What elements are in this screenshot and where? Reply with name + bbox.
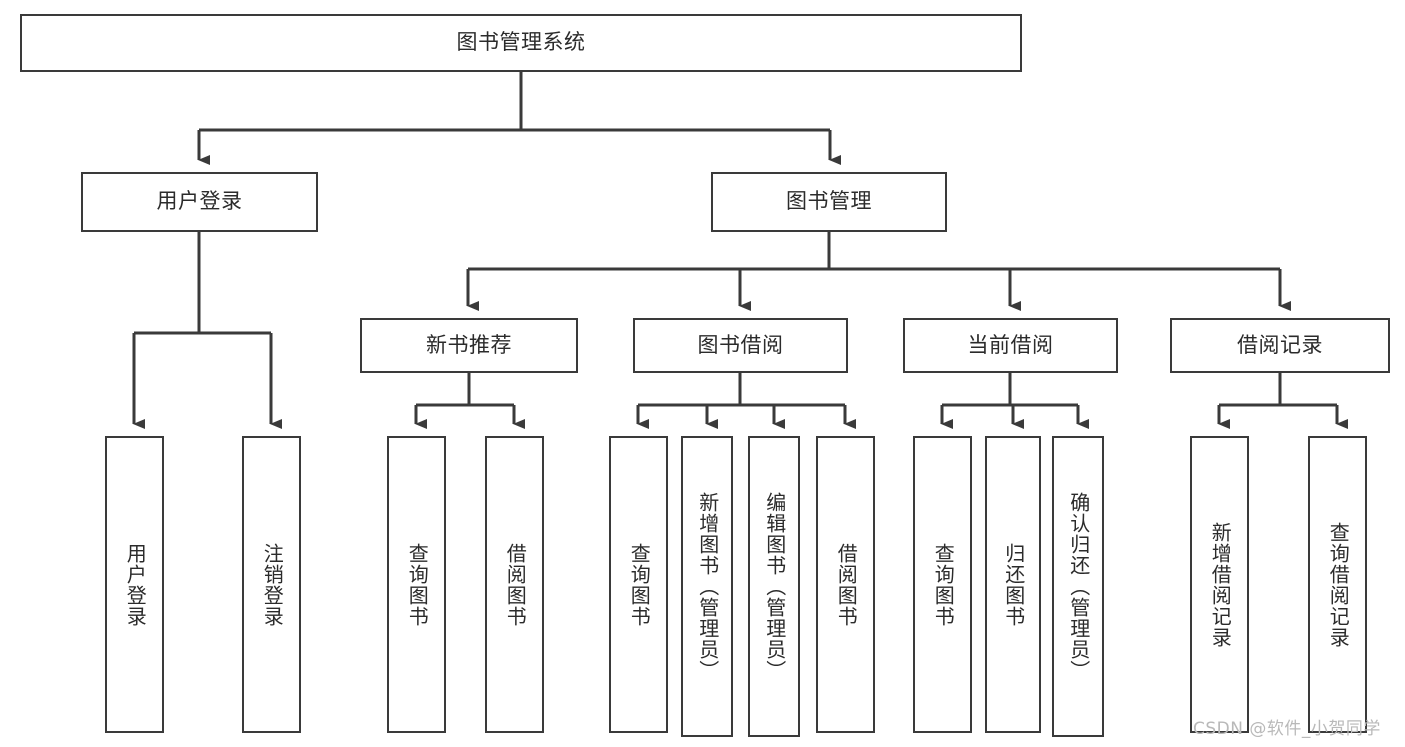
- node-label: 借阅记录: [1237, 332, 1323, 357]
- node-book-management[interactable]: 图书管理: [711, 172, 947, 232]
- node-label: 借阅图书: [834, 542, 859, 627]
- node-leaf-query-book-cb[interactable]: 查询图书: [913, 436, 972, 733]
- node-leaf-edit-book-admin[interactable]: 编辑图书（管理员）: [748, 436, 800, 737]
- node-label: 新增图书（管理员）: [695, 492, 720, 681]
- node-label: 编辑图书（管理员）: [762, 492, 787, 681]
- node-leaf-logout[interactable]: 注销登录: [242, 436, 301, 733]
- node-label: 归还图书: [1001, 542, 1026, 627]
- node-leaf-add-borrow-record[interactable]: 新增借阅记录: [1190, 436, 1249, 733]
- node-label: 图书借阅: [697, 332, 784, 357]
- node-current-borrowing[interactable]: 当前借阅: [903, 318, 1118, 373]
- node-label: 确认归还（管理员）: [1066, 492, 1091, 681]
- node-label: 图书管理: [786, 189, 872, 214]
- node-label: 查询图书: [405, 542, 430, 627]
- node-label: 查询图书: [931, 542, 956, 627]
- node-label: 新增借阅记录: [1208, 521, 1233, 648]
- csdn-watermark: CSDN @软件_小贺同学: [1193, 719, 1381, 739]
- node-leaf-return-book[interactable]: 归还图书: [985, 436, 1041, 733]
- node-label: 查询借阅记录: [1326, 521, 1351, 648]
- node-leaf-query-book-nbr[interactable]: 查询图书: [387, 436, 446, 733]
- node-new-book-recommendation[interactable]: 新书推荐: [360, 318, 578, 373]
- node-label: 图书管理系统: [456, 30, 586, 55]
- node-label: 用户登录: [123, 542, 148, 627]
- node-book-management-system[interactable]: 图书管理系统: [20, 14, 1022, 72]
- node-label: 注销登录: [260, 542, 285, 627]
- node-book-borrowing[interactable]: 图书借阅: [633, 318, 848, 373]
- node-leaf-add-book-admin[interactable]: 新增图书（管理员）: [681, 436, 733, 737]
- node-leaf-query-book-bb[interactable]: 查询图书: [609, 436, 668, 733]
- node-label: 新书推荐: [426, 332, 512, 357]
- node-leaf-confirm-return-admin[interactable]: 确认归还（管理员）: [1052, 436, 1104, 737]
- node-label: 用户登录: [156, 189, 243, 214]
- node-label: 查询图书: [627, 542, 652, 627]
- node-leaf-query-borrow-record[interactable]: 查询借阅记录: [1308, 436, 1367, 733]
- node-user-login[interactable]: 用户登录: [81, 172, 318, 232]
- node-borrowing-record[interactable]: 借阅记录: [1170, 318, 1390, 373]
- node-label: 当前借阅: [967, 332, 1054, 357]
- node-leaf-borrow-book-nbr[interactable]: 借阅图书: [485, 436, 544, 733]
- node-leaf-user-login[interactable]: 用户登录: [105, 436, 164, 733]
- node-leaf-borrow-book-bb[interactable]: 借阅图书: [816, 436, 875, 733]
- node-label: 借阅图书: [503, 542, 528, 627]
